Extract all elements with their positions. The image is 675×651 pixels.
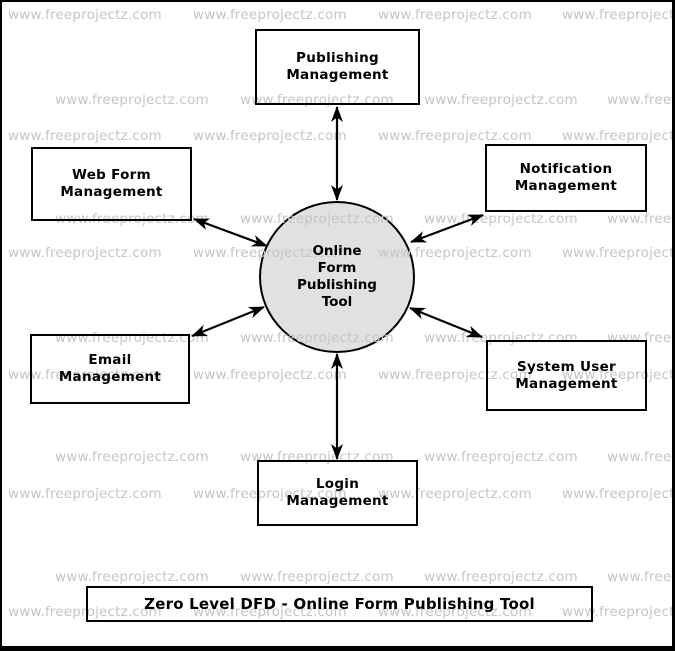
watermark-text: www.freeprojectz.com <box>193 604 347 620</box>
entity-label-line: Publishing <box>296 50 379 66</box>
watermark-text: www.freeprojectz.com <box>8 7 162 23</box>
watermark-text: www.freeprojectz.com <box>424 569 578 585</box>
watermark-text: www.freeprojectz.com <box>562 245 675 261</box>
watermark-text: www.freeprojectz.com <box>193 128 347 144</box>
watermark-text: www.freeprojectz.com <box>607 330 675 346</box>
watermark-text: www.freeprojectz.com <box>8 486 162 502</box>
watermark-text: www.freeprojectz.com <box>193 7 347 23</box>
entity-label-line: Management <box>58 369 162 385</box>
watermark-text: www.freeprojectz.com <box>240 569 394 585</box>
watermark-text: www.freeprojectz.com <box>240 330 394 346</box>
process-label-line: Form <box>317 260 357 276</box>
watermark-text: www.freeprojectz.com <box>8 367 162 383</box>
connector-notification-process <box>410 213 484 244</box>
process-label-line: Tool <box>321 294 353 310</box>
connector-webform-process <box>193 217 268 248</box>
entity-label-line: Management <box>286 67 389 83</box>
entity-label-line: Web Form <box>71 167 151 183</box>
watermark-text: www.freeprojectz.com <box>378 245 532 261</box>
watermark-text: www.freeprojectz.com <box>378 7 532 23</box>
watermark-text: www.freeprojectz.com <box>607 449 675 465</box>
watermark-text: www.freeprojectz.com <box>378 604 532 620</box>
watermark-text: www.freeprojectz.com <box>607 211 675 227</box>
watermark-text: www.freeprojectz.com <box>55 92 209 108</box>
watermark-text: www.freeprojectz.com <box>562 7 675 23</box>
entity-label-line: Management <box>286 493 389 509</box>
watermark-text: www.freeprojectz.com <box>55 449 209 465</box>
diagram-title-box: Zero Level DFD - Online Form Publishing … <box>86 586 593 622</box>
watermark-text: www.freeprojectz.com <box>8 245 162 261</box>
watermark-text: www.freeprojectz.com <box>607 569 675 585</box>
watermark-text: www.freeprojectz.com <box>607 92 675 108</box>
entity-label-line: Notification <box>519 161 613 177</box>
process-label-line: Publishing <box>297 277 377 293</box>
watermark-text: www.freeprojectz.com <box>8 128 162 144</box>
process-circle <box>259 201 415 353</box>
watermark-text: www.freeprojectz.com <box>8 604 162 620</box>
watermark-text: www.freeprojectz.com <box>55 569 209 585</box>
process-label-line: Online <box>312 243 362 259</box>
connector-systemuser-process <box>409 306 483 339</box>
watermark-text: www.freeprojectz.com <box>562 604 675 620</box>
entity-label-line: System User <box>516 358 617 375</box>
watermark-text: www.freeprojectz.com <box>562 128 675 144</box>
watermark-text: www.freeprojectz.com <box>424 92 578 108</box>
entity-label-line: Management <box>514 178 618 194</box>
watermark-text: www.freeprojectz.com <box>424 449 578 465</box>
watermark-text: www.freeprojectz.com <box>562 486 675 502</box>
entity-label-line: Management <box>60 184 163 200</box>
watermark-text: www.freeprojectz.com <box>193 486 347 502</box>
entity-label-line: Email <box>88 352 132 368</box>
watermark-text: www.freeprojectz.com <box>193 367 347 383</box>
diagram-title: Zero Level DFD - Online Form Publishing … <box>144 595 535 613</box>
watermark-text: www.freeprojectz.com <box>193 245 347 261</box>
watermark-text: www.freeprojectz.com <box>378 367 532 383</box>
entity-label-line: Management <box>515 375 618 392</box>
watermark-text: www.freeprojectz.com <box>378 128 532 144</box>
connector-email-process <box>191 305 265 338</box>
entity-label-line: Login <box>315 476 360 492</box>
watermark-text: www.freeprojectz.com <box>240 211 394 227</box>
